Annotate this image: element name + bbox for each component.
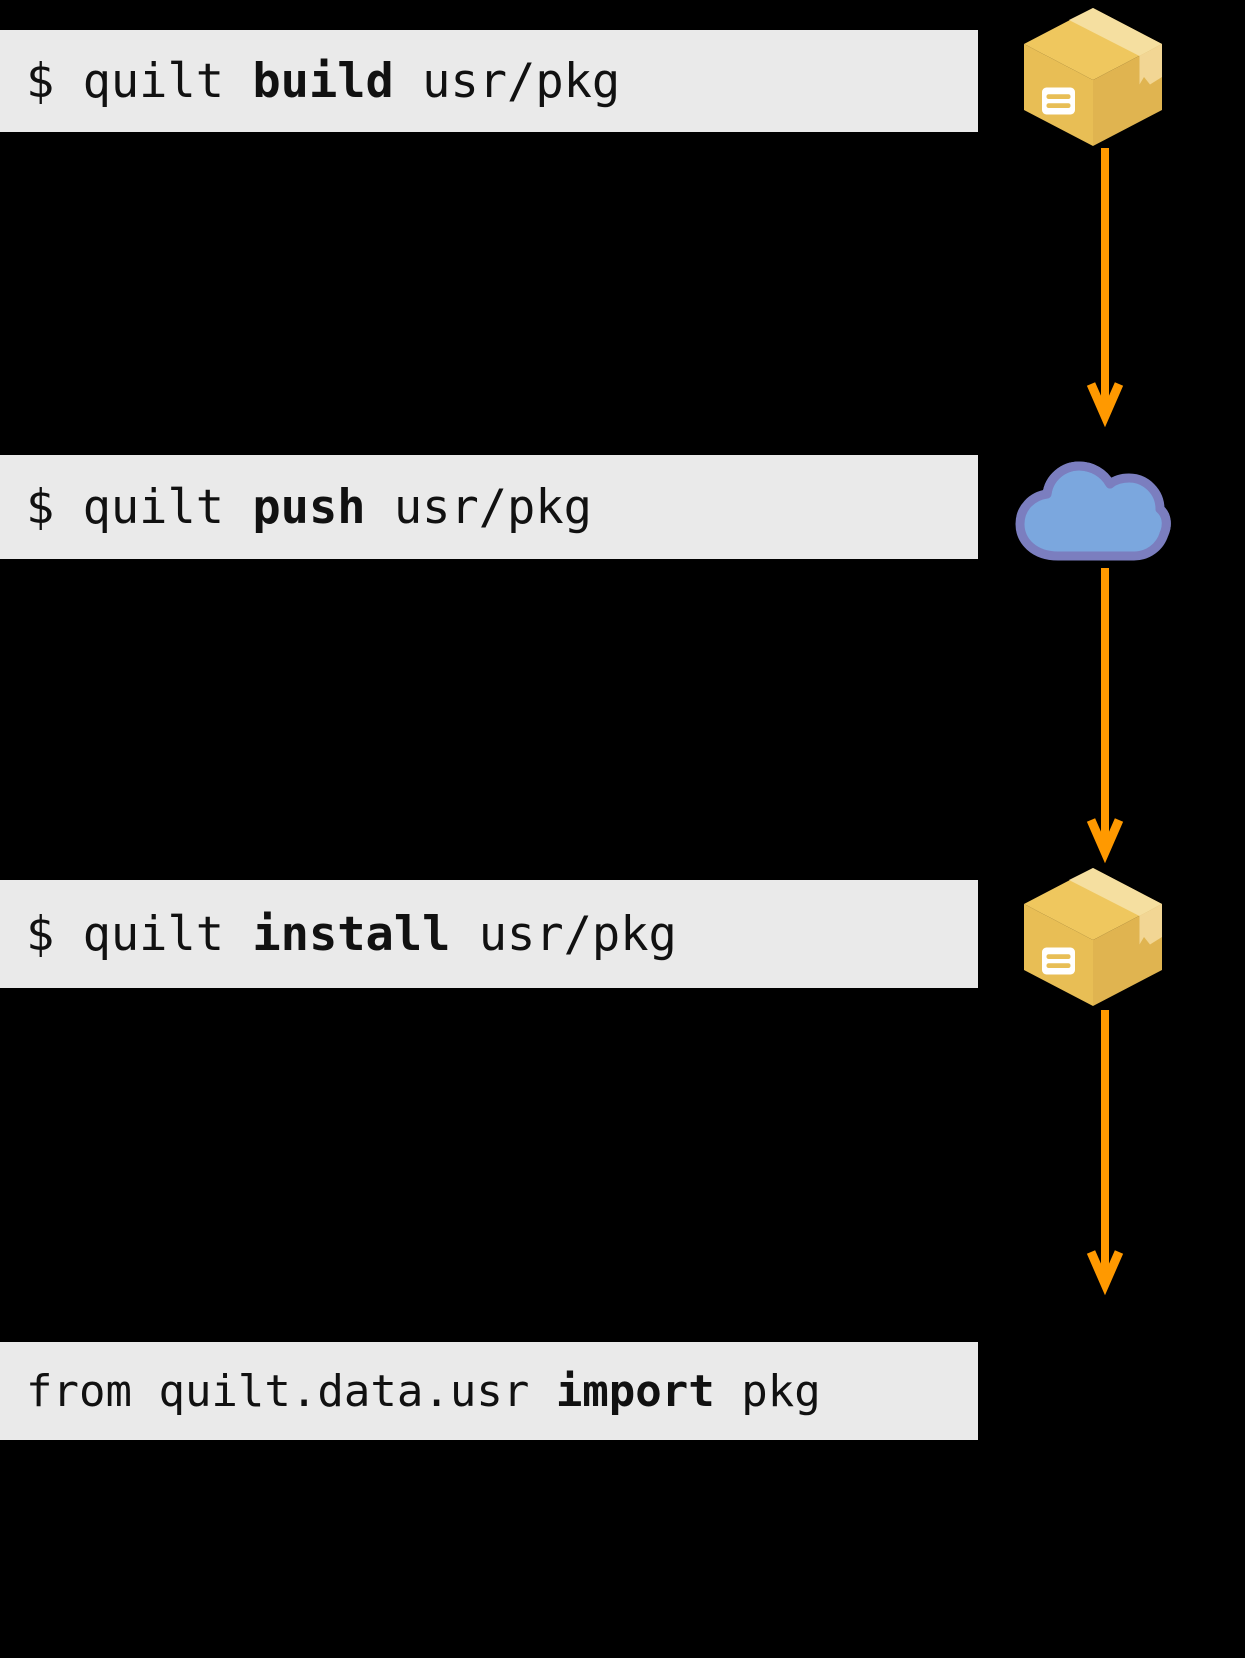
command-box-push: $ quilt push usr/pkg bbox=[0, 455, 978, 559]
command-keyword-build: build bbox=[252, 53, 394, 109]
command-keyword-push: push bbox=[252, 479, 366, 535]
command-box-install: $ quilt install usr/pkg bbox=[0, 880, 978, 988]
command-text-import: from quilt.data.usr import pkg bbox=[26, 1366, 821, 1417]
command-argument-import: pkg bbox=[714, 1365, 821, 1417]
command-argument-install: usr/pkg bbox=[450, 906, 677, 962]
command-argument-build: usr/pkg bbox=[393, 53, 621, 109]
prompt-symbol-build: $ bbox=[26, 53, 83, 109]
program-name-install: quilt bbox=[82, 906, 253, 962]
prompt-symbol-push: $ bbox=[26, 479, 83, 535]
command-keyword-install: install bbox=[252, 906, 451, 962]
command-box-build: $ quilt build usr/pkg bbox=[0, 30, 978, 132]
program-name-push: quilt bbox=[82, 479, 253, 535]
module-path-import: from quilt.data.usr bbox=[26, 1365, 556, 1417]
program-name-build: quilt bbox=[82, 53, 253, 109]
arrow-build-to-push-icon bbox=[1085, 148, 1125, 428]
command-box-import: from quilt.data.usr import pkg bbox=[0, 1342, 978, 1440]
command-text-install: $ quilt install usr/pkg bbox=[26, 907, 677, 962]
arrow-install-to-import-icon bbox=[1085, 1010, 1125, 1296]
package-box-icon bbox=[1018, 862, 1168, 1012]
command-text-build: $ quilt build usr/pkg bbox=[26, 54, 620, 109]
prompt-symbol-install: $ bbox=[26, 906, 83, 962]
command-keyword-import: import bbox=[555, 1365, 715, 1417]
arrow-push-to-install-icon bbox=[1085, 568, 1125, 864]
command-text-push: $ quilt push usr/pkg bbox=[26, 480, 592, 535]
package-box-icon bbox=[1018, 2, 1168, 152]
cloud-icon bbox=[1015, 452, 1171, 562]
command-argument-push: usr/pkg bbox=[365, 479, 592, 535]
